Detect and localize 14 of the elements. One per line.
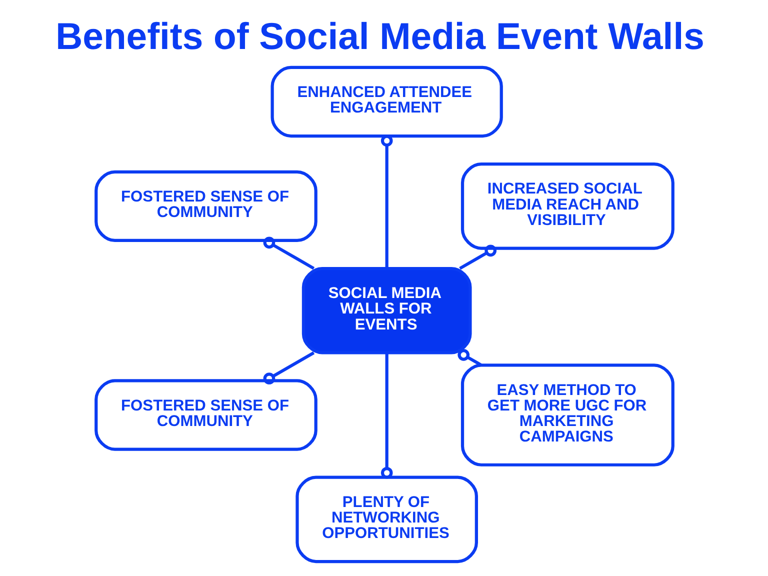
diagram-title: Benefits of Social Media Event Walls [55,15,704,58]
node-box: SOCIAL MEDIA WALLS FOR EVENTS [301,266,472,354]
connector [380,134,392,268]
connector [262,351,314,384]
node-box: PLENTY OF NETWORKING OPPORTUNITIES [295,476,478,564]
node-box: INCREASED SOCIAL MEDIA REACH AND VISIBILITY [460,162,674,250]
connector [380,352,392,479]
node-box: FOSTERED SENSE OF COMMUNITY [94,379,317,451]
connector [262,236,314,270]
connector [457,349,482,366]
node-box: EASY METHOD TO GET MORE UGC FOR MARKETING CAMPAIGNS [460,364,674,466]
node-box: ENHANCED ATTENDEE ENGAGEMENT [270,66,502,138]
connector [458,244,496,270]
node-box: FOSTERED SENSE OF COMMUNITY [94,170,317,242]
